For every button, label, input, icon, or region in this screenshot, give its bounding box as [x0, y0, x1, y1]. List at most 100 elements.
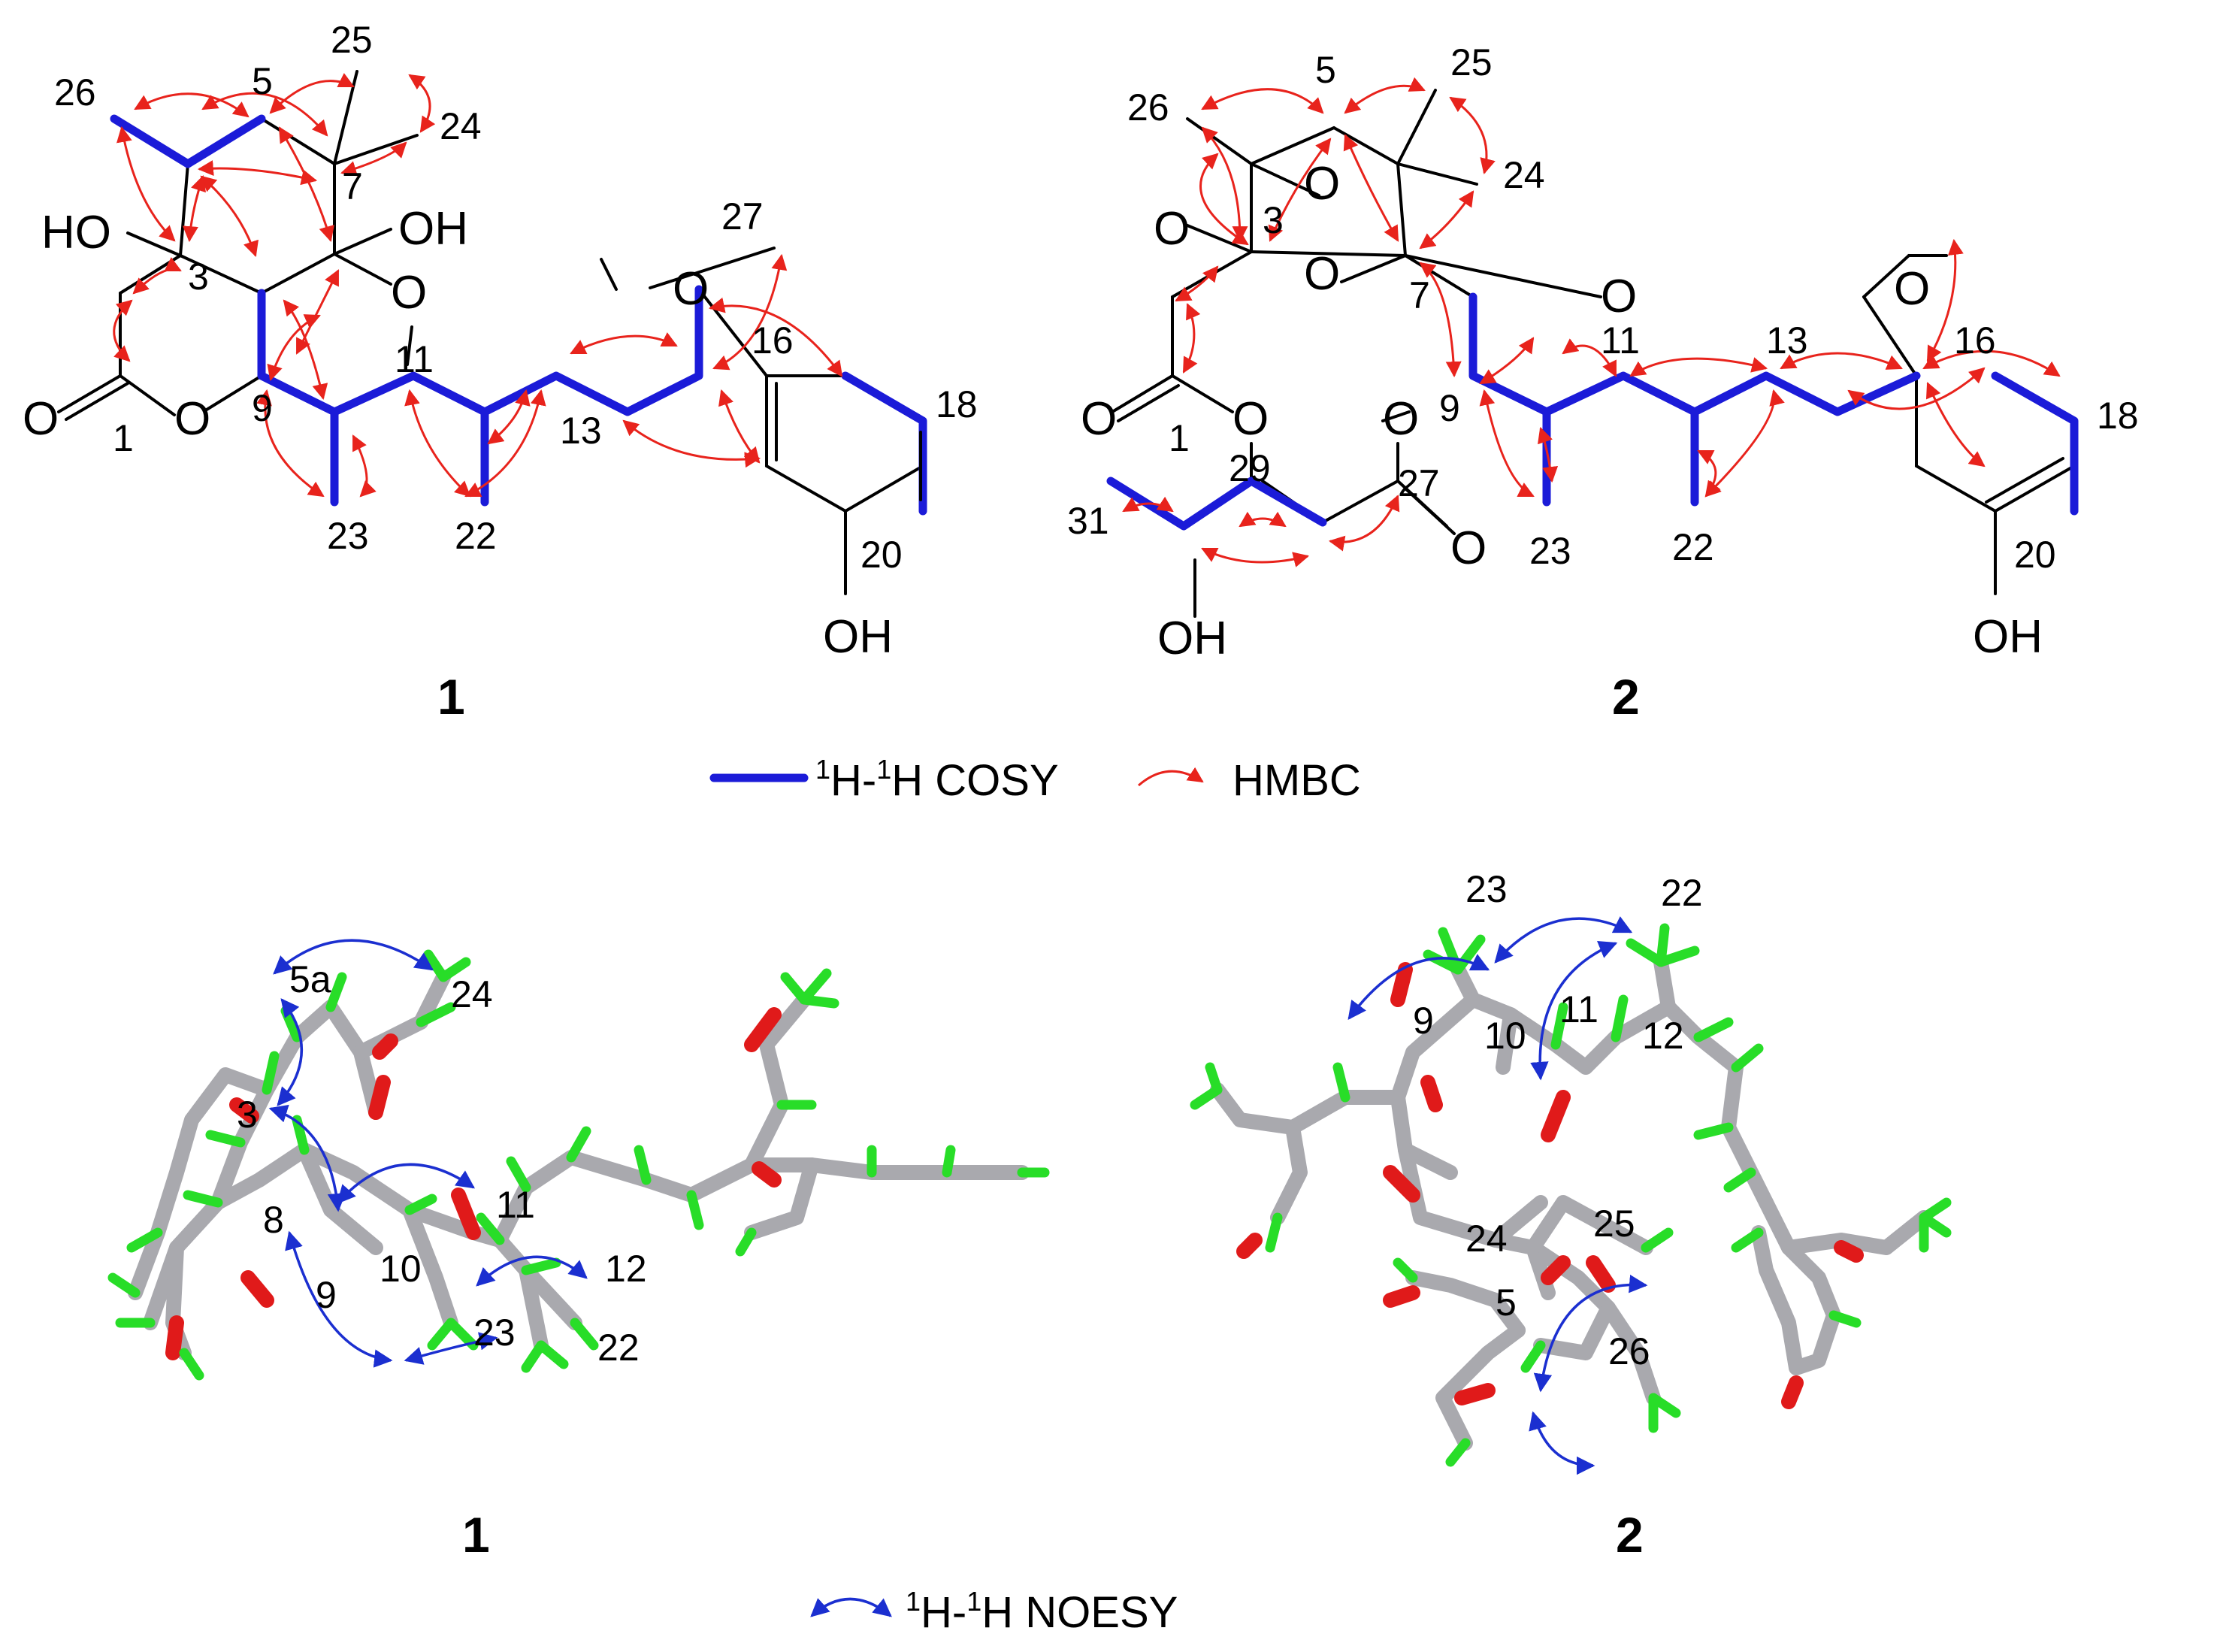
- compound-2-label-bottom: 2: [1616, 1507, 1644, 1563]
- s2-carbonyl1-oxygen-label: O: [1081, 393, 1117, 445]
- cosy-legend-text: 1H-1H COSY: [815, 754, 1059, 805]
- s1-lactone-oxygen-label: O: [174, 393, 210, 445]
- m2-c26-label: 26: [1608, 1330, 1650, 1372]
- s2-carbonyl3-oxygen-label: O: [1154, 203, 1190, 255]
- s2-c3-number: 3: [1263, 199, 1284, 241]
- s1-c13-number: 13: [560, 410, 602, 452]
- model-2-labels: 23 22 11 9 10 12 25 24 5 26 2: [1413, 868, 1703, 1563]
- s2-peroxide-oxygen-a-label: O: [1304, 158, 1340, 210]
- structure-1-labels: HO OH O O O O OH 26 5 25 24 7 27 3 11 9 …: [23, 19, 978, 725]
- s1-c3-number: 3: [188, 256, 209, 298]
- s2-c26-number: 26: [1127, 86, 1169, 129]
- s2-c5-number: 5: [1315, 49, 1336, 91]
- structure-1: HO OH O O O O OH 26 5 25 24 7 27 3 11 9 …: [23, 19, 978, 725]
- m2-c9-label: 9: [1413, 1000, 1434, 1042]
- s2-c23-number: 23: [1529, 530, 1571, 572]
- s1-ho-label: HO: [41, 207, 111, 259]
- s1-c16-number: 16: [752, 319, 794, 362]
- structure-2-hmbc-arrows: [1122, 77, 2061, 567]
- s2-c25-number: 25: [1450, 41, 1493, 83]
- hmbc-legend-swatch: [1138, 767, 1204, 787]
- s2-c16-number: 16: [1954, 319, 1996, 362]
- s2-c29-number: 29: [1229, 447, 1271, 489]
- s2-phenol-oh-label: OH: [1973, 611, 2043, 663]
- s1-c11-number: 11: [395, 338, 434, 380]
- s1-c1-number: 1: [113, 417, 134, 459]
- model-2-carbon-sticks: [1210, 955, 1931, 1451]
- s2-c22-number: 22: [1672, 526, 1714, 568]
- s2-ester9-oxygen-label: O: [1383, 393, 1419, 445]
- structure-2-bonds: [1111, 89, 2076, 618]
- s1-c22-number: 22: [455, 515, 497, 557]
- s2-ester1-oxygen-label: O: [1233, 393, 1269, 445]
- structure-1-hmbc-arrows: [113, 73, 843, 498]
- s2-c11-number: 11: [1601, 319, 1640, 362]
- s2-c13-number: 13: [1766, 319, 1808, 362]
- s1-ring-oxygen-label: O: [391, 267, 427, 319]
- m1-c9-label: 9: [316, 1274, 337, 1316]
- m1-h5a-label: 5a: [289, 958, 331, 1000]
- s1-carbonyl-oxygen-label: O: [23, 393, 59, 445]
- m2-c25-label: 25: [1593, 1203, 1635, 1245]
- s1-oh-label: OH: [398, 203, 468, 255]
- model-1-noesy-arrows: [268, 939, 588, 1368]
- m1-c11-label: 11: [496, 1184, 535, 1226]
- s1-c26-number: 26: [54, 71, 96, 113]
- model-2-noesy-arrows: [1347, 916, 1648, 1475]
- model-1-oxygen-sticks: [165, 1007, 782, 1360]
- s1-methoxy-oxygen-label: O: [673, 263, 709, 315]
- s1-c20-number: 20: [860, 534, 903, 576]
- m2-c22-label: 22: [1661, 872, 1703, 914]
- compound-1-label-top: 1: [437, 669, 465, 725]
- s2-ring-oxygen-label: O: [1601, 271, 1637, 322]
- s1-phenol-oh-label: OH: [823, 611, 893, 663]
- m1-c24-label: 24: [451, 973, 493, 1015]
- m2-c10-label: 10: [1484, 1015, 1526, 1057]
- m1-c10-label: 10: [380, 1248, 422, 1290]
- s2-carbonyl27-oxygen-label: O: [1450, 522, 1487, 574]
- s1-c9-number: 9: [252, 387, 273, 429]
- structure-2-labels: O O O O O O O O OH O OH 26 5 25 24 3 7 1…: [1067, 41, 2139, 725]
- m1-c22-label: 22: [597, 1327, 640, 1369]
- m1-c8-label: 8: [263, 1199, 284, 1241]
- m2-c23-label: 23: [1465, 868, 1508, 910]
- s1-c25-number: 25: [331, 19, 373, 61]
- noesy-legend-swatch: [810, 1597, 892, 1617]
- structure-1-cosy-bonds: [110, 114, 927, 516]
- s2-methoxy-oxygen-label: O: [1894, 263, 1930, 315]
- m1-c3-label: 3: [237, 1094, 258, 1136]
- s1-c23-number: 23: [327, 515, 369, 557]
- s1-c7-number: 7: [342, 165, 363, 207]
- m1-c23-label: 23: [473, 1312, 516, 1354]
- m2-c5-label: 5: [1496, 1281, 1517, 1324]
- s1-c27-number: 27: [721, 195, 764, 238]
- s2-c9-number: 9: [1439, 387, 1460, 429]
- m1-c12-label: 12: [605, 1248, 647, 1290]
- s2-c20-number: 20: [2014, 534, 2056, 576]
- legend-cosy-hmbc: 1H-1H COSY HMBC: [709, 754, 1361, 805]
- s2-c1-number: 1: [1169, 417, 1190, 459]
- structure-2: O O O O O O O O OH O OH 26 5 25 24 3 7 1…: [1067, 41, 2139, 725]
- model-1-labels: 5a 24 3 11 8 9 10 12 23 22 1: [237, 958, 647, 1563]
- compound-2-label-top: 2: [1612, 669, 1640, 725]
- legend-noesy: 1H-1H NOESY: [810, 1586, 1178, 1637]
- model-2: 23 22 11 9 10 12 25 24 5 26 2: [1190, 868, 1952, 1563]
- s2-c24-number: 24: [1503, 154, 1545, 196]
- s1-c18-number: 18: [936, 383, 978, 425]
- s2-c18-number: 18: [2097, 395, 2139, 437]
- noesy-legend-text: 1H-1H NOESY: [906, 1586, 1178, 1637]
- s2-side-oh-label: OH: [1157, 613, 1227, 664]
- s2-c31-number: 31: [1067, 500, 1109, 542]
- model-1: 5a 24 3 11 8 9 10 12 23 22 1: [107, 939, 1050, 1563]
- s2-peroxide-oxygen-b-label: O: [1304, 248, 1340, 300]
- compound-1-label-bottom: 1: [462, 1507, 490, 1563]
- s2-c27-number: 27: [1398, 462, 1440, 504]
- s2-c7-number: 7: [1409, 274, 1430, 316]
- hmbc-legend-text: HMBC: [1233, 756, 1361, 805]
- m2-c24-label: 24: [1465, 1218, 1508, 1260]
- m2-c12-label: 12: [1642, 1015, 1684, 1057]
- m2-c11-label: 11: [1559, 988, 1598, 1030]
- s1-c5-number: 5: [252, 60, 273, 102]
